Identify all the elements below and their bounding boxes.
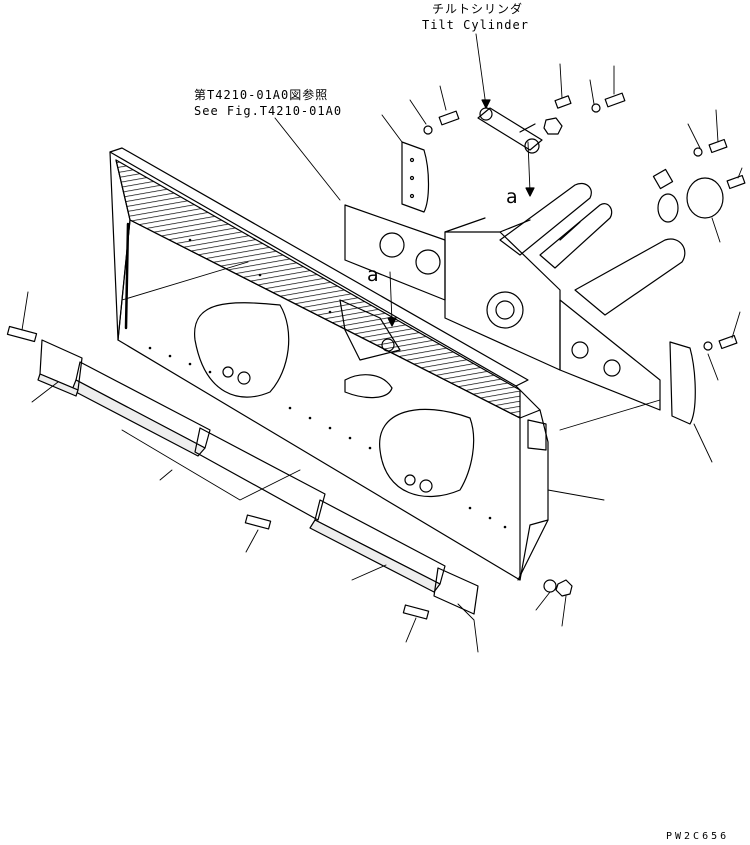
blade-moldboard <box>109 147 549 581</box>
end-bit-left <box>37 339 83 397</box>
view-marker-a: a <box>506 186 518 208</box>
cutaway-right <box>379 408 475 498</box>
bolt-hole-row <box>148 238 507 529</box>
tilt-cylinder-label-jp: チルトシリンダ <box>432 2 524 16</box>
bolt-icon <box>6 92 746 620</box>
wear-plate-top <box>401 141 430 213</box>
tilt-cylinder-brackets <box>499 182 686 316</box>
leader-lines <box>21 33 743 653</box>
wear-plate-right <box>669 341 696 425</box>
see-fig-label-jp: 第T4210-01A0図参照 <box>194 88 329 102</box>
see-fig-label-en: See Fig.T4210-01A0 <box>194 104 343 118</box>
blade-frame <box>344 204 661 411</box>
nut-icon <box>543 117 573 597</box>
end-bit-right <box>433 567 479 615</box>
blade-grille <box>115 159 521 419</box>
cutting-edge-left <box>71 361 326 521</box>
view-marker-a-2: a <box>367 264 379 286</box>
washer-icon <box>423 103 713 593</box>
tilt-cylinder-label-en: Tilt Cylinder <box>422 18 529 32</box>
view-arrow-icon <box>387 99 535 327</box>
pin-disc <box>652 168 724 223</box>
cutaway-left <box>194 302 290 398</box>
drawing-code: PW2C656 <box>666 831 730 842</box>
tilt-cylinder <box>477 107 543 154</box>
cutting-edge-right <box>309 499 446 593</box>
